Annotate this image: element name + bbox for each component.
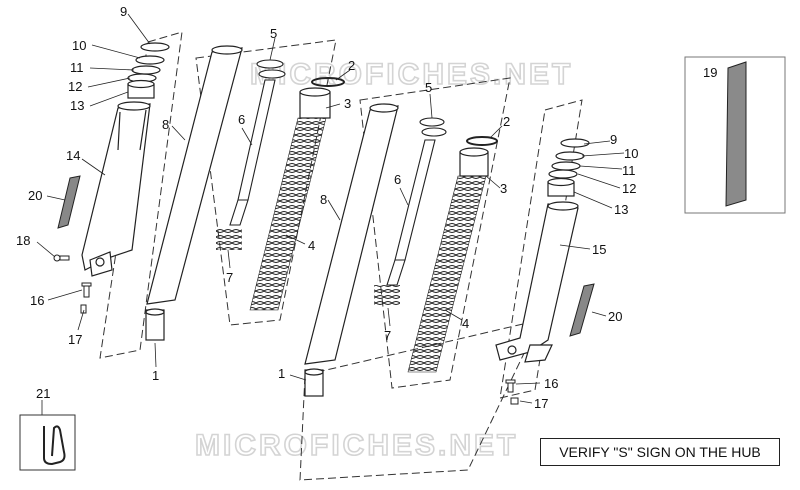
part-21-clip: [43, 425, 66, 466]
label-10-left: 10: [72, 38, 86, 53]
right-bumper: [569, 283, 595, 337]
left-damper-rod: [229, 59, 286, 226]
label-11-right: 11: [622, 163, 636, 178]
label-4-left: 4: [308, 238, 315, 253]
label-16-left: 16: [30, 293, 44, 308]
label-20-right: 20: [608, 309, 622, 324]
left-hardware: [53, 254, 92, 314]
watermark-top: MICROFICHES.NET: [250, 58, 573, 91]
left-fork-slider: [81, 101, 151, 277]
label-17-right: 17: [534, 396, 548, 411]
right-main-spring: [407, 175, 487, 373]
right-seal-stack: [547, 138, 590, 197]
label-7-right: 7: [384, 328, 391, 343]
label-14: 14: [66, 148, 80, 163]
verify-note: VERIFY "S" SIGN ON THE HUB: [540, 438, 780, 466]
label-12-left: 12: [68, 79, 82, 94]
watermark-bottom: MICROFICHES.NET: [195, 429, 518, 462]
label-11-left: 11: [70, 60, 84, 75]
label-5-right: 5: [425, 80, 432, 95]
leader-lines: [36, 13, 625, 415]
inset-box-21: [19, 414, 76, 471]
label-2-left: 2: [348, 58, 355, 73]
right-hardware: [505, 379, 519, 405]
right-fork-slider: [495, 201, 579, 363]
label-7-left: 7: [226, 270, 233, 285]
label-4-right: 4: [462, 316, 469, 331]
label-18: 18: [16, 233, 30, 248]
label-10-right: 10: [624, 146, 638, 161]
right-outline-slider: [499, 99, 583, 399]
left-bumper: [57, 175, 81, 229]
label-3-left: 3: [344, 96, 351, 111]
label-1-left: 1: [152, 368, 159, 383]
left-seal-stack: [127, 42, 170, 99]
label-20-left: 20: [28, 188, 42, 203]
right-small-spring: [374, 285, 400, 307]
label-6-left: 6: [238, 112, 245, 127]
label-8-right: 8: [320, 192, 327, 207]
label-2-right: 2: [503, 114, 510, 129]
right-outline-bottom: [299, 319, 541, 481]
left-small-spring: [216, 228, 242, 250]
label-13-left: 13: [70, 98, 84, 113]
label-3-right: 3: [500, 181, 507, 196]
right-damper-rod: [386, 117, 447, 286]
label-8-left: 8: [162, 117, 169, 132]
label-15: 15: [592, 242, 606, 257]
label-9-right: 9: [610, 132, 617, 147]
label-9-left: 9: [120, 4, 127, 19]
left-stanchion-tube: [145, 45, 243, 341]
label-5-left: 5: [270, 26, 277, 41]
label-21: 21: [36, 386, 50, 401]
label-13-right: 13: [614, 202, 628, 217]
right-spacer: [459, 136, 498, 177]
inset-box-19: 19: [684, 56, 786, 214]
left-spacer: [299, 77, 345, 119]
part-number-labels: 9 10 11 12 13 14 20 18 16 17 8 1 5 2 3 6…: [16, 4, 638, 411]
label-16-right: 16: [544, 376, 558, 391]
right-stanchion-tube: [304, 103, 399, 397]
part-19-shim: [725, 61, 747, 207]
label-12-right: 12: [622, 181, 636, 196]
label-17-left: 17: [68, 332, 82, 347]
label-19: 19: [703, 65, 717, 80]
label-6-right: 6: [394, 172, 401, 187]
label-1-right: 1: [278, 366, 285, 381]
